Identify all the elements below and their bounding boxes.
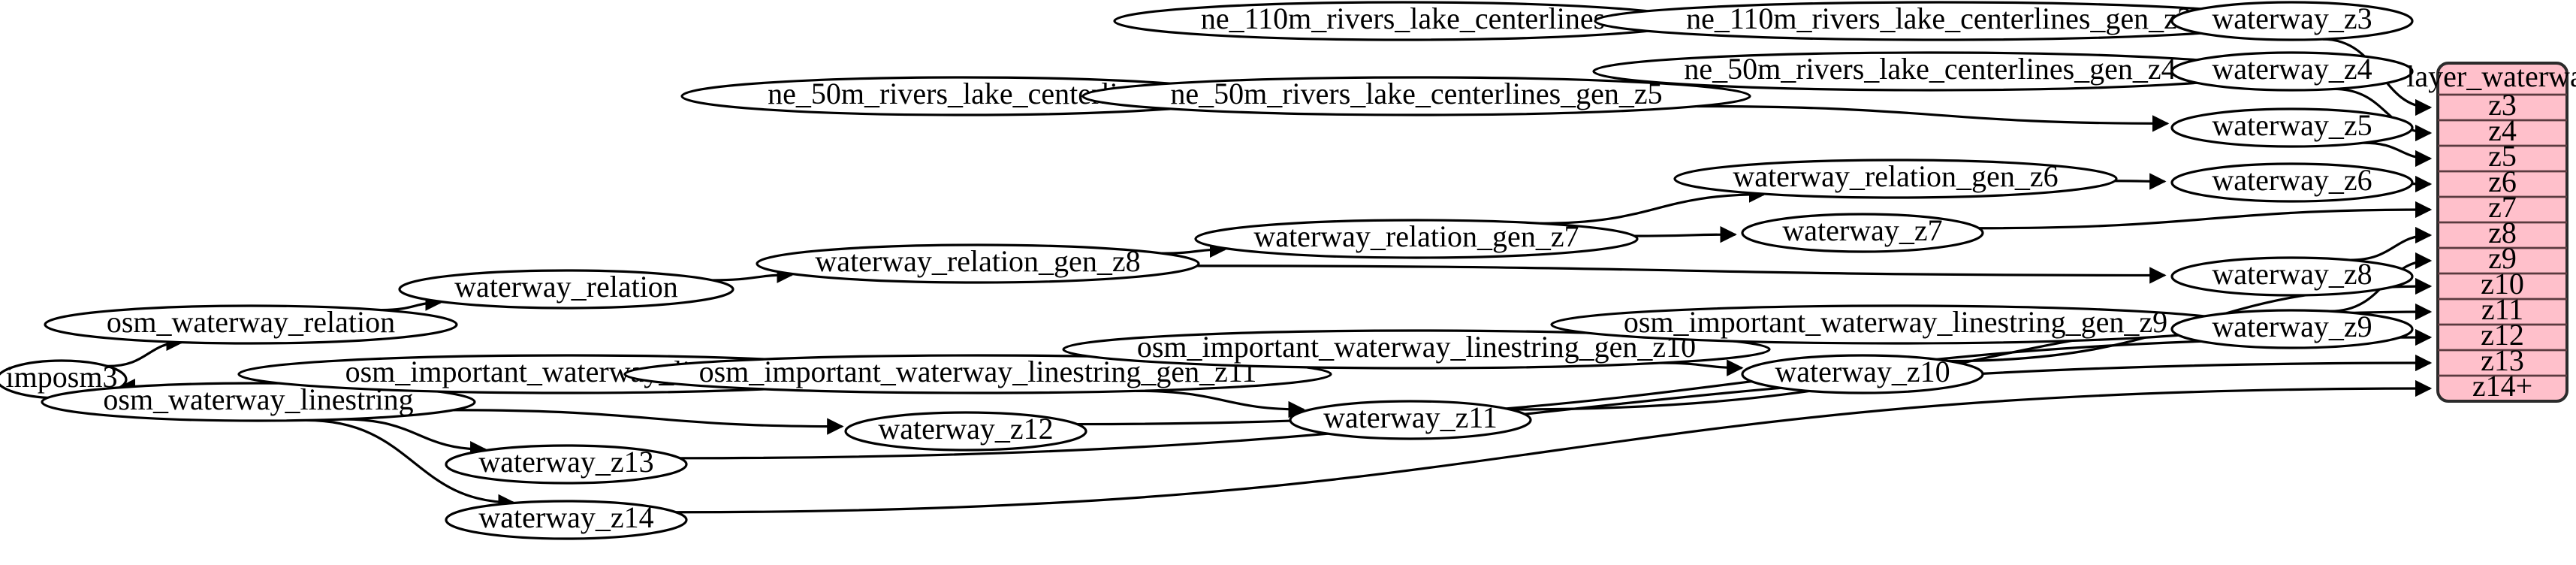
edge-osm_important_waterway_linestring_gen_z11-to-waterway_z11 [1136,389,1305,418]
edge-waterway_z8-to-layer_waterway-z8 [2350,226,2433,261]
node-shape-waterway_relation[interactable] [398,269,734,310]
node-waterway_z5[interactable]: waterway_z5 [2170,107,2414,148]
node-waterway_z10[interactable]: waterway_z10 [1741,354,1984,394]
edge-waterway_relation-to-waterway_relation_gen_z8 [712,266,794,283]
edge-waterway_relation_gen_z7-to-waterway_z7 [1634,225,1737,243]
node-shape-waterway_z8[interactable] [2170,256,2414,297]
node-shape-osm_important_waterway_linestring_gen_z9[interactable] [1550,304,2241,345]
node-shape-osm_important_waterway_linestring_gen_z10[interactable] [1062,329,1771,370]
edge-waterway_z13-to-layer_waterway-z13 [680,354,2433,460]
node-shape-waterway_z6[interactable] [2170,162,2414,203]
edge-osm_waterway_relation-to-waterway_relation [381,294,442,312]
node-waterway_z4[interactable]: waterway_z4 [2170,51,2414,92]
node-shape-ne_50m_rivers_lake_centerlines_gen_z5[interactable] [1081,76,1751,116]
node-shape-waterway_z13[interactable] [445,444,688,485]
node-waterway_z6[interactable]: waterway_z6 [2170,162,2414,203]
edge-imposm3-to-osm_waterway_relation [107,334,183,367]
node-shape-osm_important_waterway_linestring_gen_z11[interactable] [623,354,1332,394]
node-waterway_z3[interactable]: waterway_z3 [2170,1,2414,41]
node-shape-ne_50m_rivers_lake_centerlines_gen_z4[interactable] [1592,51,2268,92]
node-osm_important_waterway_linestring_gen_z9[interactable]: osm_important_waterway_linestring_gen_z9 [1550,304,2241,345]
node-shape-waterway_relation_gen_z7[interactable] [1194,219,1639,259]
node-waterway_z9[interactable]: waterway_z9 [2170,309,2414,349]
edge-waterway_relation_gen_z8-to-waterway_relation_gen_z7 [1161,240,1227,258]
node-waterway_z8[interactable]: waterway_z8 [2170,256,2414,297]
edge-waterway_relation_gen_z6-to-waterway_z6 [2115,173,2167,190]
node-shape-waterway_z14[interactable] [445,500,688,540]
node-shape-waterway_z11[interactable] [1289,400,1532,440]
node-waterway_z14[interactable]: waterway_z14 [445,500,688,540]
node-osm_waterway_relation[interactable]: osm_waterway_relation [44,304,458,345]
node-ne_50m_rivers_lake_centerlines_gen_z4[interactable]: ne_50m_rivers_lake_centerlines_gen_z4 [1592,51,2268,92]
edge-waterway_relation_gen_z7-to-waterway_relation_gen_z6 [1540,186,1766,225]
node-shape-waterway_z12[interactable] [844,411,1087,452]
node-shape-waterway_z5[interactable] [2170,107,2414,148]
node-waterway_relation_gen_z7[interactable]: waterway_relation_gen_z7 [1194,219,1639,259]
node-waterway_relation_gen_z8[interactable]: waterway_relation_gen_z8 [756,243,1200,284]
edge-waterway_relation_gen_z8-to-waterway_z8 [1197,264,2167,284]
edge-waterway_z14-to-layer_waterway-z14- [675,379,2433,514]
node-shape-waterway_z7[interactable] [1741,213,1984,253]
node-waterway_z13[interactable]: waterway_z13 [445,444,688,485]
layer-table-shell [2436,62,2568,403]
edge-osm_important_waterway_linestring_gen_z10-to-waterway_z10 [1661,359,1744,376]
nodes-layer: imposm3osm_waterway_relationosm_waterway… [0,1,2414,540]
edge-waterway_z5-to-layer_waterway-z5 [2363,141,2433,168]
edge-waterway_z7-to-layer_waterway-z7 [1978,201,2433,230]
node-shape-waterway_z9[interactable] [2170,309,2414,349]
node-shape-waterway_relation_gen_z8[interactable] [756,243,1200,284]
node-shape-osm_waterway_linestring[interactable] [41,382,476,422]
edge-ne_50m_rivers_lake_centerlines_gen_z5-to-waterway_z5 [1697,104,2170,132]
node-waterway_z7[interactable]: waterway_z7 [1741,213,1984,253]
node-waterway_z12[interactable]: waterway_z12 [844,411,1087,452]
edge-osm_waterway_linestring-to-waterway_z12 [453,409,844,435]
node-shape-waterway_z10[interactable] [1741,354,1984,394]
edge-osm_waterway_linestring-to-waterway_z13 [343,418,487,458]
layer-waterway-table: layer_waterwayz3z4z5z6z7z8z9z10z11z12z13… [2406,59,2576,403]
node-waterway_z11[interactable]: waterway_z11 [1289,400,1532,440]
node-waterway_relation_gen_z6[interactable]: waterway_relation_gen_z6 [1673,159,2118,199]
node-shape-osm_waterway_relation[interactable] [44,304,458,345]
node-shape-waterway_relation_gen_z6[interactable] [1673,159,2118,199]
node-waterway_relation[interactable]: waterway_relation [398,269,734,310]
node-shape-waterway_z4[interactable] [2170,51,2414,92]
node-shape-waterway_z3[interactable] [2170,1,2414,41]
edge-osm_waterway_linestring-to-waterway_z14 [306,418,515,512]
edge-waterway_z4-to-layer_waterway-z4 [2333,87,2433,142]
